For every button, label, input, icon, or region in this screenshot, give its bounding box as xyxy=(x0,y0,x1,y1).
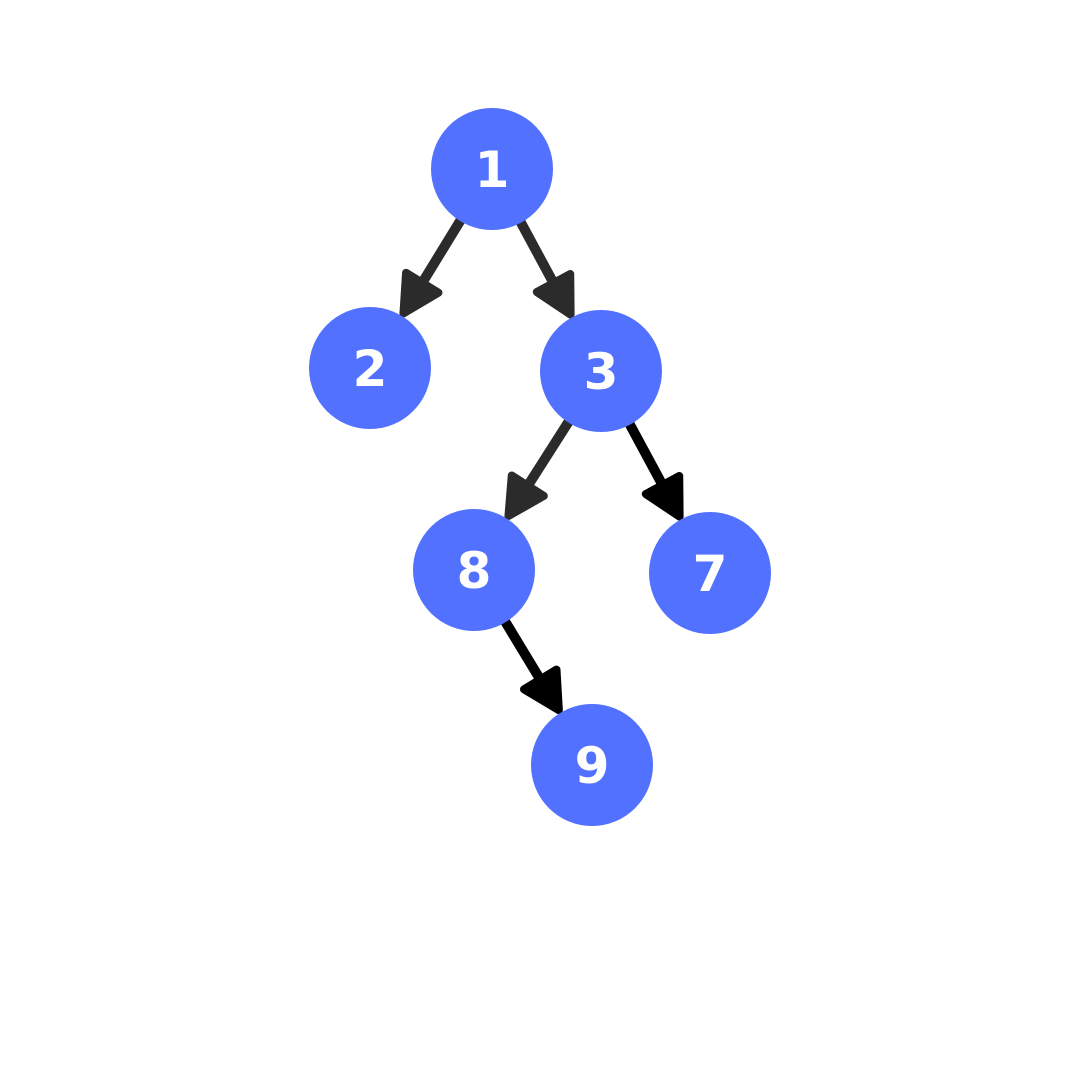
edge-line xyxy=(515,216,562,294)
arrowhead xyxy=(641,471,684,521)
edge-n8-n9 xyxy=(500,616,563,715)
edge-n3-n7 xyxy=(624,418,684,521)
edge-line xyxy=(414,215,466,293)
node-label: 9 xyxy=(575,737,610,795)
node-label: 3 xyxy=(584,343,619,401)
node-circle xyxy=(309,307,431,429)
tree-node-1: 1 xyxy=(431,108,553,230)
arrowhead xyxy=(532,269,575,319)
edge-line xyxy=(519,416,574,496)
node-circle xyxy=(531,704,653,826)
tree-node-9: 9 xyxy=(531,704,653,826)
node-circle xyxy=(649,512,771,634)
arrowhead xyxy=(519,665,563,715)
edge-n3-n8 xyxy=(504,416,574,521)
edges-layer xyxy=(399,215,684,715)
tree-node-3: 3 xyxy=(540,310,662,432)
node-circle xyxy=(413,509,535,631)
edge-n1-n3 xyxy=(515,216,575,319)
tree-node-8: 8 xyxy=(413,509,535,631)
tree-node-7: 7 xyxy=(649,512,771,634)
edge-line xyxy=(500,616,549,690)
node-label: 8 xyxy=(457,542,492,600)
edge-line xyxy=(624,418,671,496)
edge-n1-n2 xyxy=(399,215,466,318)
arrowhead xyxy=(399,268,443,318)
tree-node-2: 2 xyxy=(309,307,431,429)
node-label: 2 xyxy=(353,340,388,398)
node-label: 1 xyxy=(475,141,510,199)
arrowhead xyxy=(504,471,548,521)
node-label: 7 xyxy=(693,545,728,603)
nodes-layer: 1 2 3 8 7 9 xyxy=(309,108,771,826)
node-circle xyxy=(431,108,553,230)
node-circle xyxy=(540,310,662,432)
